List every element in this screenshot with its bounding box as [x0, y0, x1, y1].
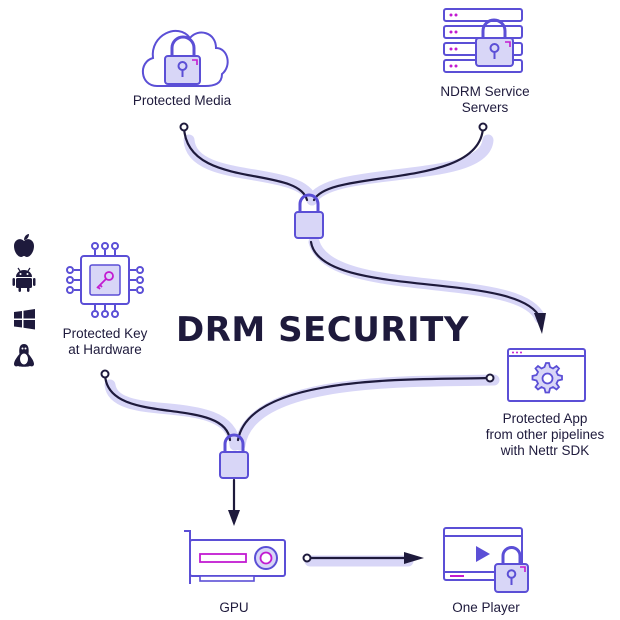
connector-shadows: [104, 134, 546, 567]
gpu-text: GPU: [219, 600, 249, 615]
ndrm-servers-line2: Servers: [461, 100, 509, 115]
player-lock-icon: [443, 527, 529, 593]
protected-media-text: Protected Media: [132, 93, 232, 108]
servers-lock-icon: [443, 8, 523, 73]
protected-app-label: Protected App from other pipelines with …: [470, 411, 620, 459]
protected-app-line1: Protected App: [502, 411, 588, 426]
protected-key-line1: Protected Key: [62, 326, 148, 341]
ndrm-servers-label: NDRM Service Servers: [418, 84, 552, 116]
apple-icon: [14, 234, 34, 257]
protected-key-label: Protected Key at Hardware: [40, 326, 170, 358]
protected-media-label: Protected Media: [112, 93, 252, 109]
central-lock-bottom-icon: [219, 433, 249, 479]
connector-key-to-lock: [103, 372, 232, 442]
one-player-text: One Player: [452, 600, 520, 615]
connector-endpoints: [100, 122, 495, 563]
windows-icon: [14, 309, 35, 330]
chip-key-icon: [66, 242, 144, 318]
android-icon: [12, 267, 36, 292]
arrow-to-gpu: [228, 510, 240, 526]
app-gear-icon: [507, 348, 586, 402]
cloud-lock-icon: [142, 29, 229, 87]
arrow-to-player: [404, 552, 424, 564]
central-lock-top-icon: [294, 193, 324, 239]
protected-app-line2: from other pipelines: [485, 427, 605, 442]
protected-key-line2: at Hardware: [68, 342, 142, 357]
diagram-title: DRM SECURITY: [176, 310, 469, 350]
connector-servers-to-lock: [312, 125, 485, 202]
ndrm-servers-line1: NDRM Service: [440, 84, 530, 99]
connector-lines: [103, 125, 542, 560]
gpu-icon: [184, 530, 286, 584]
connector-lock-to-app: [309, 240, 542, 320]
protected-app-line3: with Nettr SDK: [500, 443, 590, 458]
gpu-label: GPU: [204, 600, 264, 616]
connector-app-to-lock: [236, 376, 492, 442]
connector-media-to-lock: [182, 125, 309, 202]
arrowheads: [228, 313, 546, 564]
linux-icon: [14, 344, 34, 367]
arrow-to-app: [534, 313, 546, 334]
one-player-label: One Player: [436, 600, 536, 616]
